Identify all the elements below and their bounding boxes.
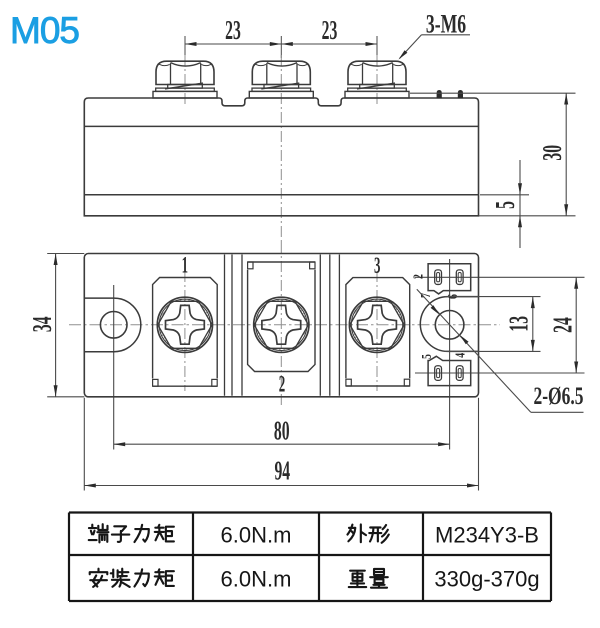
svg-text:23: 23 bbox=[322, 15, 338, 46]
svg-text:5: 5 bbox=[490, 201, 521, 209]
svg-text:6.0N.m: 6.0N.m bbox=[221, 566, 292, 591]
svg-text:M05: M05 bbox=[10, 10, 79, 51]
svg-text:34: 34 bbox=[27, 316, 58, 332]
svg-text:2-Ø6.5: 2-Ø6.5 bbox=[533, 382, 583, 410]
svg-text:1: 1 bbox=[182, 253, 188, 279]
svg-text:94: 94 bbox=[274, 455, 290, 486]
svg-text:7: 7 bbox=[417, 293, 433, 298]
svg-text:3: 3 bbox=[374, 253, 380, 279]
svg-text:6.0N.m: 6.0N.m bbox=[221, 522, 292, 547]
svg-text:30: 30 bbox=[537, 145, 568, 161]
svg-text:2: 2 bbox=[410, 274, 426, 279]
svg-text:4: 4 bbox=[452, 353, 468, 358]
svg-text:24: 24 bbox=[547, 317, 578, 333]
svg-text:330g-370g: 330g-370g bbox=[434, 566, 539, 591]
svg-text:5: 5 bbox=[418, 354, 434, 359]
svg-text:23: 23 bbox=[225, 15, 241, 46]
svg-text:M234Y3-B: M234Y3-B bbox=[435, 522, 539, 547]
svg-text:80: 80 bbox=[274, 415, 290, 446]
svg-text:13: 13 bbox=[503, 316, 534, 332]
svg-text:2: 2 bbox=[279, 372, 285, 398]
svg-text:3-M6: 3-M6 bbox=[426, 9, 466, 38]
